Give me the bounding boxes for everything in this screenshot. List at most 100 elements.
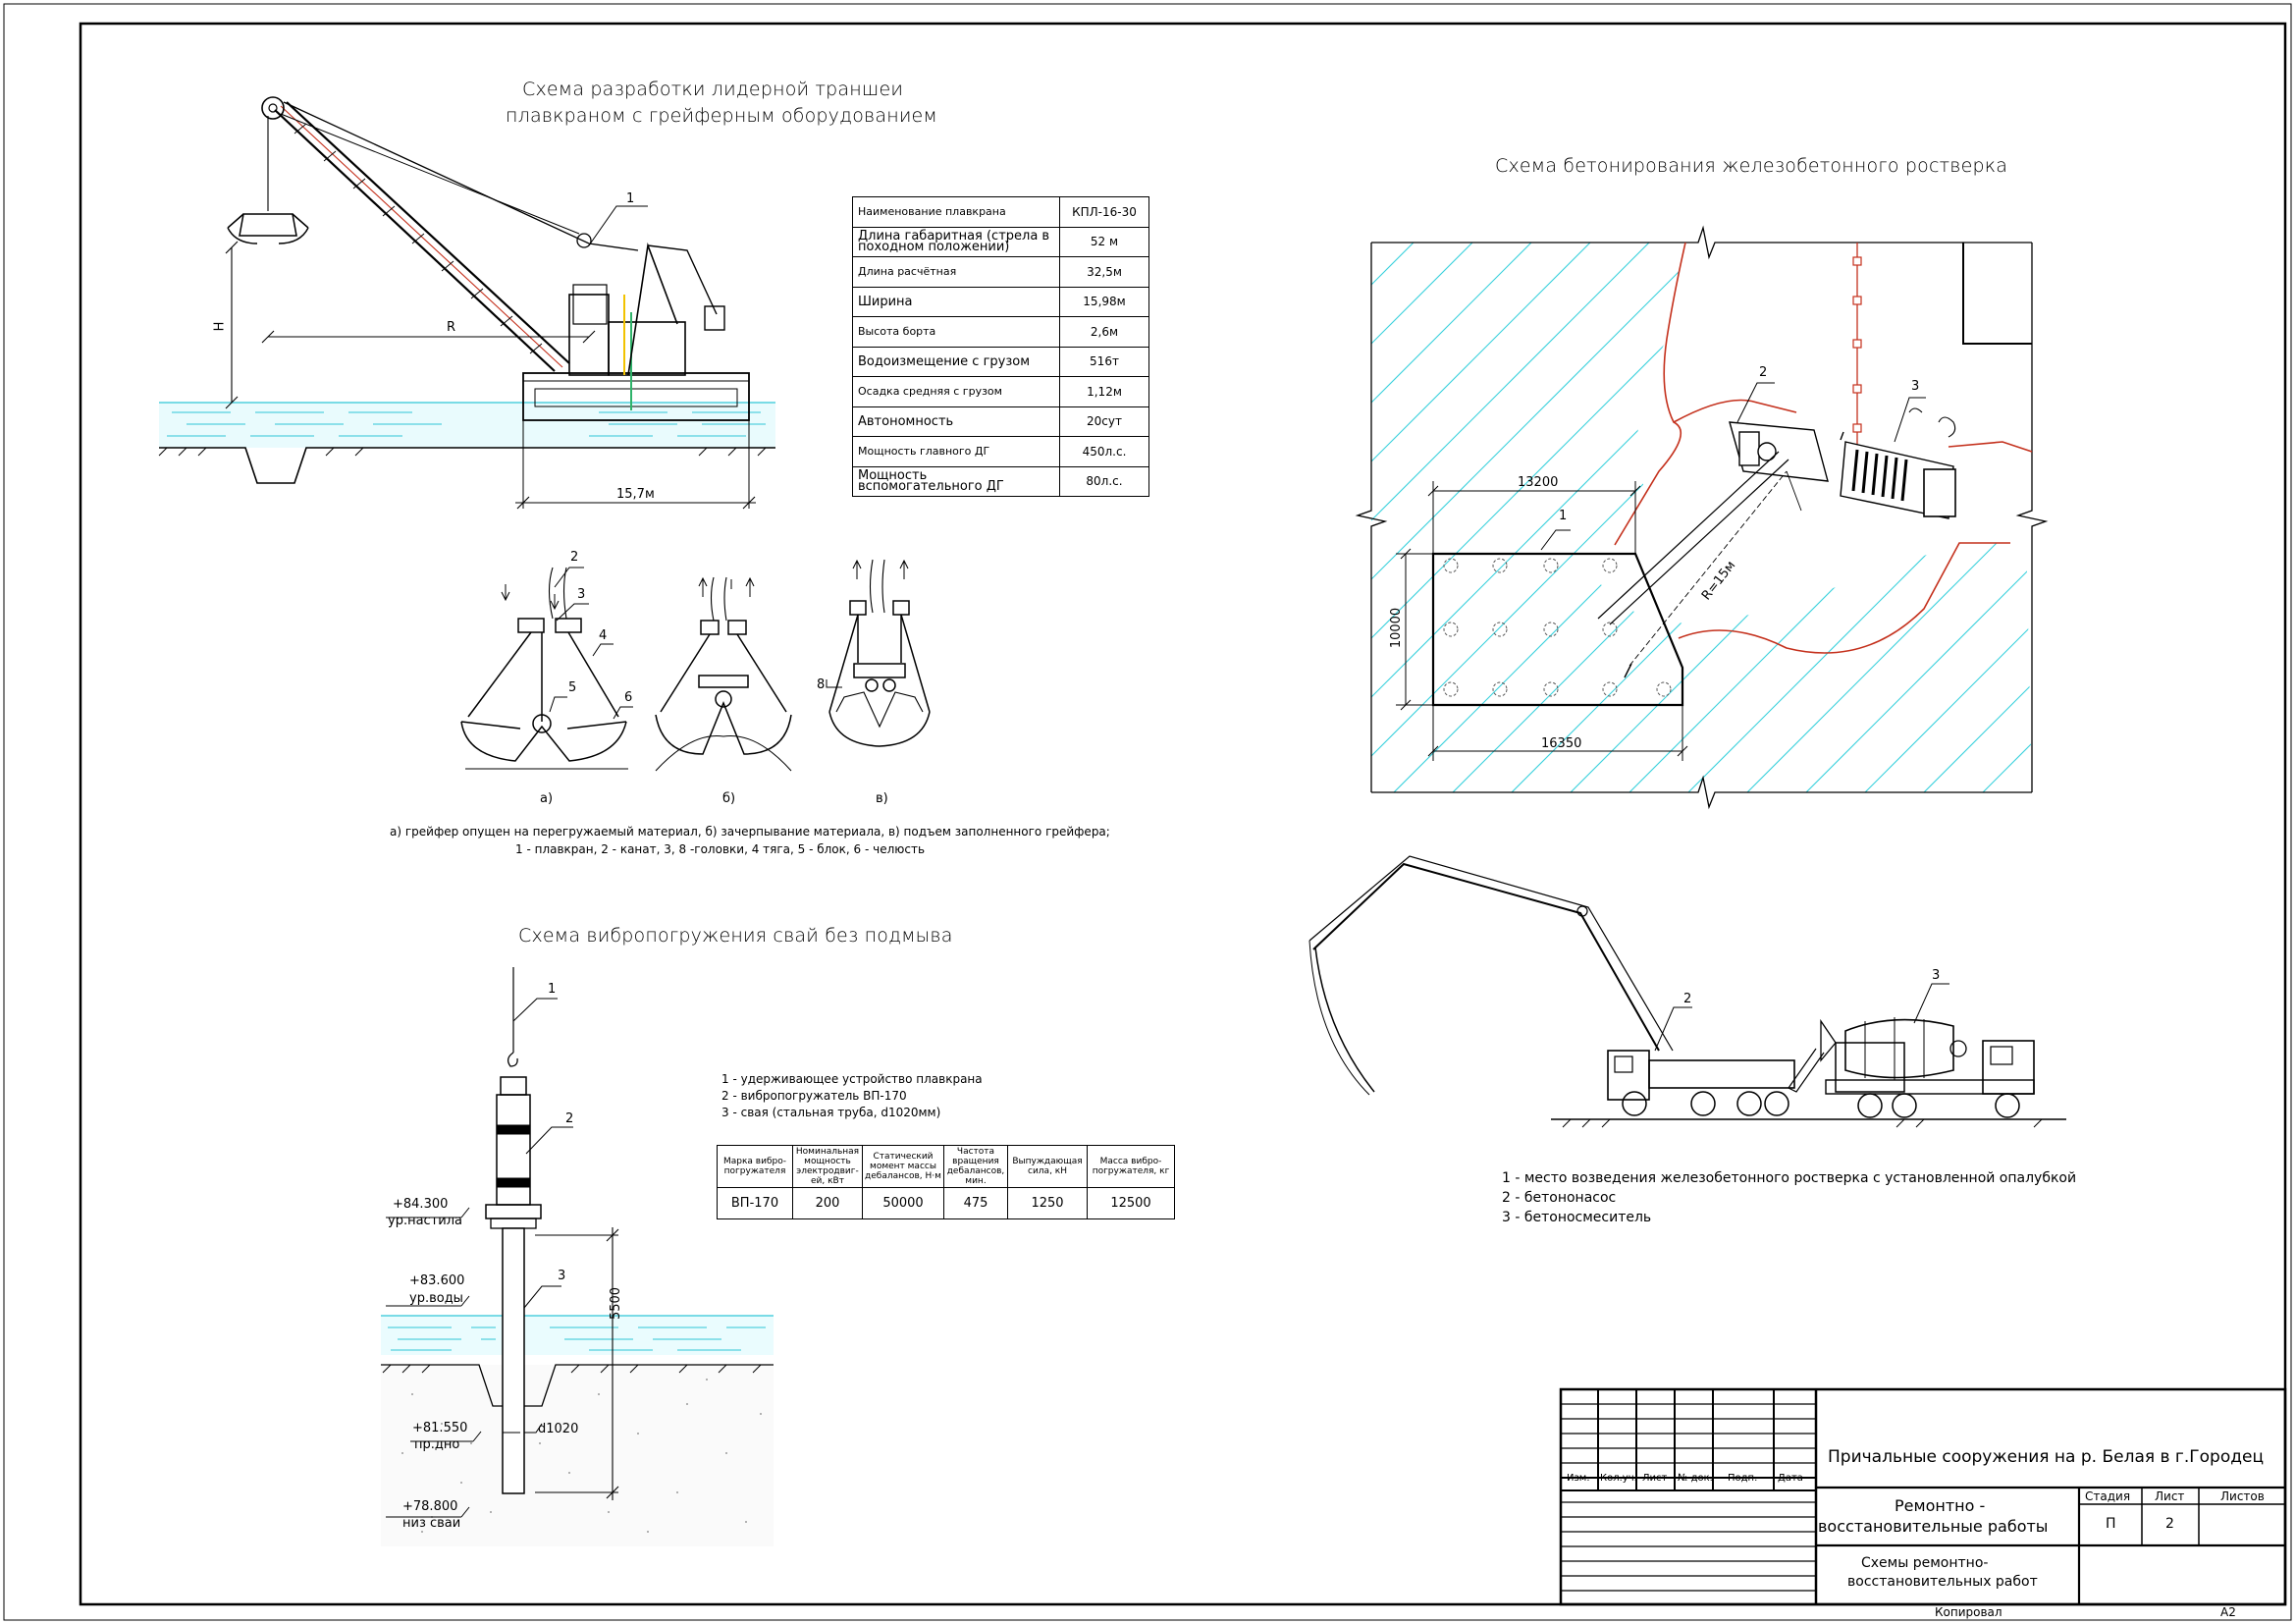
spec-name: Длина расчётная [852, 256, 1060, 288]
pump-legend-3: 3 - бетоносмеситель [1502, 1210, 1652, 1225]
sheet-format-label: A2 [2220, 1605, 2236, 1619]
pile-level-value: +84.300 [393, 1197, 449, 1212]
pile-level-label: пр.дно [414, 1437, 460, 1452]
vibro-header: Номинальная мощность электродвиг-ей, кВт [792, 1145, 863, 1188]
grab-caption-line1: а) грейфер опущен на перегружаемый матер… [390, 825, 1110, 839]
pile-legend-1: 1 - удерживающее устройство плавкрана [721, 1072, 983, 1086]
plan-dimension-16350: 16350 [1541, 736, 1582, 751]
grab-sequence-drawing [460, 559, 931, 772]
spec-value: 15,98м [1059, 286, 1149, 317]
vibro-value: 12500 [1087, 1187, 1175, 1219]
spec-value: 52 м [1059, 226, 1149, 257]
inner-frame [79, 22, 2287, 1606]
plan-callout-3: 3 [1911, 379, 1920, 394]
vibro-header: Статический момент массы дебалансов, Н·м [862, 1145, 944, 1188]
vibro-header: Масса вибро-погружателя, кг [1087, 1145, 1175, 1188]
plan-dimension-10000: 10000 [1389, 607, 1405, 649]
crane-label-h: H [212, 321, 228, 332]
tb-header-podp: Подп. [1728, 1473, 1758, 1484]
grab-callout-4: 4 [599, 628, 608, 643]
pile-level-value: +78.800 [402, 1499, 458, 1514]
pile-legend-3: 3 - свая (стальная труба, d1020мм) [721, 1106, 941, 1119]
spec-value: 2,6м [1059, 316, 1149, 348]
pump-truck-drawing [1308, 855, 2066, 1128]
pile-level-label: ур.настила [388, 1214, 462, 1228]
tb-drawing-line1: Схемы ремонтно- [1861, 1555, 1989, 1571]
plan-callout-1: 1 [1559, 509, 1568, 523]
spec-value: 516т [1059, 346, 1149, 377]
plan-callout-2: 2 [1759, 365, 1768, 380]
tb-header-date: Дата [1778, 1473, 1803, 1484]
title-block-grid [1559, 1387, 2287, 1606]
tb-drawing-line2: восстановительных работ [1847, 1574, 2038, 1590]
pile-level-value: +83.600 [409, 1273, 465, 1288]
spec-value: 1,12м [1059, 376, 1149, 407]
tb-section-line1: Ремонтно - [1895, 1496, 1986, 1515]
tb-header-doc: № док. [1678, 1473, 1713, 1484]
tb-sheets-label: Листов [2220, 1489, 2265, 1503]
pump-callout-3: 3 [1932, 968, 1941, 983]
spec-name: Автономность [852, 406, 1060, 437]
pile-driving-drawing [381, 967, 774, 1546]
vibro-header: Марка вибро-погружателя [717, 1145, 793, 1188]
outer-frame [3, 3, 2292, 1621]
spec-name: Длина габаритная (стрела в походном поло… [852, 226, 1060, 257]
grab-caption-line2: 1 - плавкран, 2 - канат, 3, 8 -головки, … [515, 842, 926, 856]
pump-callout-2: 2 [1683, 992, 1692, 1006]
grab-callout-3: 3 [577, 587, 586, 602]
pile-dimension-5500: 5500 [609, 1286, 624, 1321]
tb-sheet-value: 2 [2165, 1516, 2174, 1532]
pile-callout-1: 1 [548, 982, 557, 997]
tb-header-list: Лист [1642, 1473, 1668, 1484]
spec-value: 20сут [1059, 406, 1149, 437]
vibro-header-row: Марка вибро-погружателя Номинальная мощн… [717, 1145, 1175, 1188]
pile-level-value: +81.550 [412, 1421, 468, 1435]
grab-label-b: б) [722, 791, 736, 806]
crane-scheme-title-line1: Схема разработки лидерной траншеи [522, 79, 904, 100]
spec-name: Осадка средняя с грузом [852, 376, 1060, 407]
tb-section-line2: восстановительные работы [1818, 1517, 2049, 1536]
copied-by-label: Копировал [1935, 1605, 2002, 1619]
pump-legend-1: 1 - место возведения железобетонного рос… [1502, 1170, 2077, 1186]
spec-value: 32,5м [1059, 256, 1149, 288]
plan-dimension-13200: 13200 [1518, 475, 1559, 490]
vibro-value: 1250 [1007, 1187, 1088, 1219]
concreting-scheme-title: Схема бетонирования железобетонного рост… [1495, 155, 2008, 177]
spec-name: Мощность вспомогательного ДГ [852, 465, 1060, 497]
grab-callout-8: 8 [817, 677, 826, 692]
crane-callout-1: 1 [626, 191, 635, 206]
pile-diameter: d1020 [538, 1422, 579, 1436]
vibro-header: Частота вращения дебалансов, мин. [943, 1145, 1008, 1188]
crane-dimension-width: 15,7м [616, 487, 655, 502]
spec-name: Водоизмещение с грузом [852, 346, 1060, 377]
tb-sheet-label: Лист [2155, 1489, 2185, 1503]
crane-scheme-title-line2: плавкраном с грейферным оборудованием [506, 105, 937, 127]
spec-name: Высота борта [852, 316, 1060, 348]
tb-header-kol-uch: Кол.уч. [1600, 1473, 1637, 1484]
specs-row: Длина габаритная (стрела в походном поло… [852, 226, 1149, 257]
pile-callout-3: 3 [558, 1269, 566, 1283]
grab-callout-2: 2 [570, 550, 579, 565]
pile-callout-2: 2 [565, 1111, 574, 1126]
pile-level-label: ур.воды [409, 1291, 463, 1306]
grab-callout-6: 6 [624, 690, 633, 705]
vibro-value: ВП-170 [717, 1187, 793, 1219]
vibro-header: Выпуждающая сила, кН [1007, 1145, 1088, 1188]
spec-name: Мощность главного ДГ [852, 436, 1060, 467]
vibro-value: 50000 [862, 1187, 944, 1219]
grab-callout-5: 5 [568, 680, 577, 695]
spec-name: Наименование плавкрана [852, 196, 1060, 228]
vibro-value-row: ВП-170 200 50000 475 1250 12500 [717, 1187, 1175, 1219]
pile-level-label: низ сваи [402, 1516, 461, 1531]
pump-legend-2: 2 - бетононасос [1502, 1190, 1617, 1206]
crane-label-r: R [447, 320, 456, 335]
